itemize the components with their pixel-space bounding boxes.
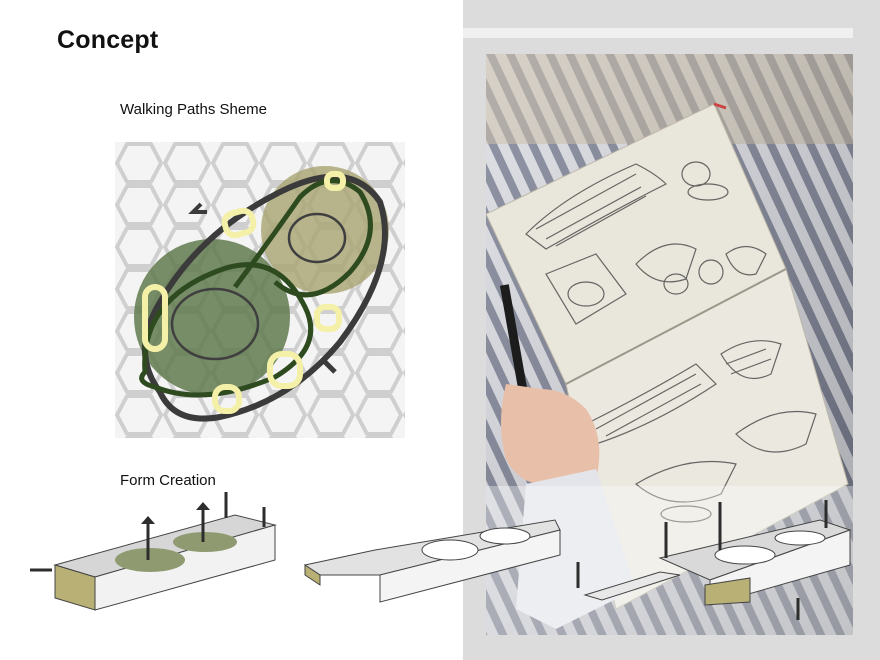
walking-paths-scheme: [115, 142, 405, 438]
inner-ring-small: [287, 212, 347, 264]
form-creation-heading: Form Creation: [120, 472, 216, 489]
form-block-1: [30, 492, 277, 611]
architectural-sketches: [525, 161, 817, 523]
rest-point-highlights: [142, 171, 346, 414]
walking-paths-heading: Walking Paths Sheme: [120, 101, 268, 118]
form-creation-diagrams: [30, 492, 852, 620]
green-walking-path: [139, 178, 373, 398]
inner-ring-large: [170, 287, 260, 361]
right-top-strip: [463, 28, 853, 38]
form-block-3: [576, 500, 852, 620]
page-title: Concept: [57, 26, 159, 54]
outer-gray-path: [142, 173, 388, 422]
form-block-2: [303, 519, 561, 603]
